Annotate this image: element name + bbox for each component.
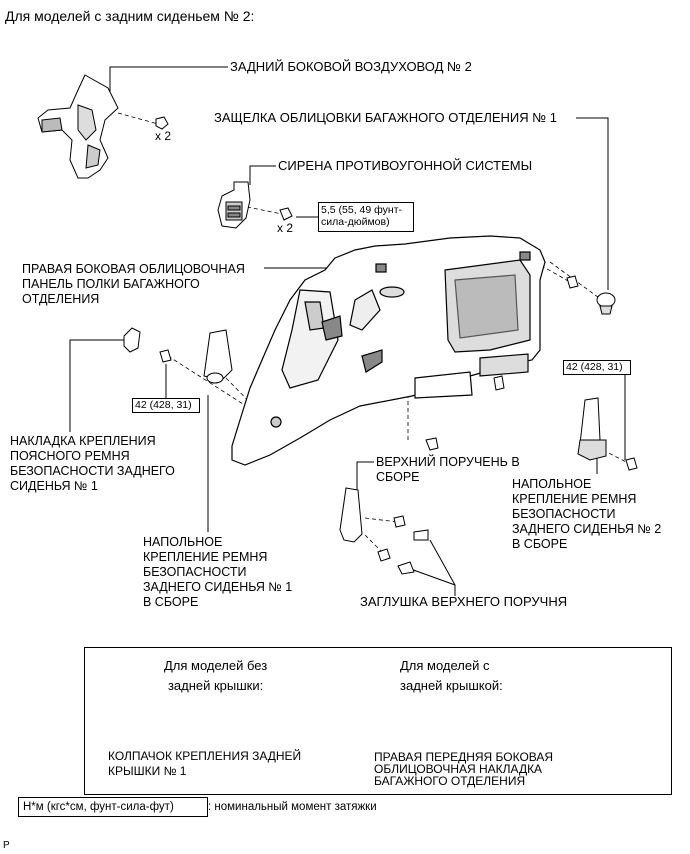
label-rear-side-air-duct: ЗАДНИЙ БОКОВОЙ ВОЗДУХОВОД № 2 bbox=[230, 59, 472, 74]
torque-belt-2: 42 (428, 31) bbox=[563, 360, 631, 375]
leader-handle bbox=[356, 461, 374, 490]
torque-siren: 5,5 (55, 49 фунт- сила-дюймов) bbox=[318, 202, 414, 232]
upper-handle-icon bbox=[339, 487, 363, 543]
bolt-icon bbox=[159, 275, 638, 562]
legend-description: : номинальный момент затяжки bbox=[208, 801, 377, 813]
label-theft-siren: СИРЕНА ПРОТИВОУГОННОЙ СИСТЕМЫ bbox=[278, 158, 533, 173]
inset-with-door-header: Для моделей с задней крышкой: bbox=[400, 658, 503, 693]
handle-plug-icon bbox=[397, 529, 429, 575]
label-front-trim-cover: ПРАВАЯ ПЕРЕДНЯЯ БОКОВАЯ ОБЛИЦОВОЧНАЯ НАК… bbox=[374, 750, 554, 788]
torque-belt-1: 42 (428, 31) bbox=[132, 398, 200, 413]
bolt-icon bbox=[279, 207, 293, 221]
theft-siren-icon bbox=[217, 181, 251, 229]
leader-plug bbox=[429, 539, 456, 596]
leader-latch bbox=[576, 117, 609, 290]
leader-air-duct bbox=[109, 66, 228, 95]
inset-without-door-header: Для моделей без задней крышки: bbox=[164, 658, 268, 693]
legend-unit-box: Н*м (кгс*см, фунт-сила-фут) bbox=[18, 797, 208, 817]
clip-icon bbox=[155, 116, 169, 130]
label-floor-anchor-1: НАПОЛЬНОЕ КРЕПЛЕНИЕ РЕМНЯ БЕЗОПАСНОСТИ З… bbox=[143, 535, 293, 609]
rear-side-air-duct-icon bbox=[37, 74, 119, 179]
label-lap-belt-cover: НАКЛАДКА КРЕПЛЕНИЯ ПОЯСНОГО РЕМНЯ БЕЗОПА… bbox=[10, 434, 175, 493]
qty-air-duct-clips: x 2 bbox=[155, 129, 172, 143]
leader-lap-cover bbox=[69, 339, 126, 432]
inset-panel bbox=[84, 647, 672, 795]
right-side-trim-panel-icon bbox=[231, 235, 546, 466]
leader-siren bbox=[249, 165, 276, 185]
page-title: Для моделей с задним сиденьем № 2: bbox=[5, 8, 255, 24]
floor-anchor-1-icon bbox=[203, 329, 233, 384]
label-upper-handle: ВЕРХНИЙ ПОРУЧЕНЬ В СБОРЕ bbox=[376, 455, 520, 484]
floor-anchor-2-icon bbox=[577, 397, 607, 461]
label-luggage-latch: ЗАЩЕЛКА ОБЛИЦОВКИ БАГАЖНОГО ОТДЕЛЕНИЯ № … bbox=[214, 110, 558, 125]
label-rear-door-cap: КОЛПАЧОК КРЕПЛЕНИЯ ЗАДНЕЙ КРЫШКИ № 1 bbox=[108, 749, 302, 778]
figure-code: P bbox=[3, 840, 10, 851]
qty-siren-bolts: x 2 bbox=[277, 221, 294, 235]
luggage-latch-icon bbox=[596, 292, 616, 315]
label-handle-plug: ЗАГЛУШКА ВЕРХНЕГО ПОРУЧНЯ bbox=[360, 594, 568, 609]
leader-plug-2 bbox=[407, 567, 456, 586]
label-floor-anchor-2: НАПОЛЬНОЕ КРЕПЛЕНИЕ РЕМНЯ БЕЗОПАСНОСТИ З… bbox=[512, 477, 662, 551]
label-right-side-panel: ПРАВАЯ БОКОВАЯ ОБЛИЦОВОЧНАЯ ПАНЕЛЬ ПОЛКИ… bbox=[22, 262, 245, 306]
lap-belt-cover-icon bbox=[123, 327, 141, 353]
